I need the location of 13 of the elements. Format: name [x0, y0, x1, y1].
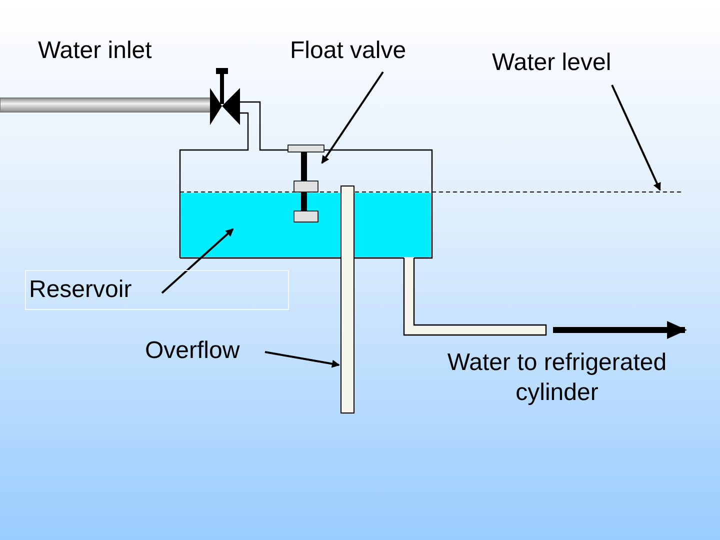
leader-line [611, 84, 661, 191]
reservoir-label: Reservoir [25, 270, 289, 310]
leader-line [321, 71, 384, 164]
inlet-label: Water inlet [38, 36, 152, 66]
float-valve [288, 144, 324, 222]
water-level-label: Water level [492, 48, 612, 78]
leader-line [264, 351, 340, 368]
outlet-label: Water to refrigerated cylinder [446, 348, 668, 408]
leader-line [161, 228, 234, 294]
water [181, 193, 431, 257]
float-valve-label: Float valve [290, 36, 406, 66]
overflow-label: Overflow [145, 336, 240, 366]
overflow-pipe [340, 186, 354, 414]
